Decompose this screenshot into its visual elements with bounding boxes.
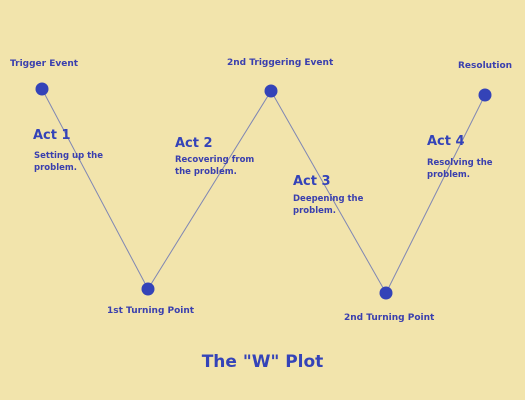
- act-3-description: Deepening the problem.: [293, 194, 364, 216]
- act-4-description: Resolving the problem.: [427, 158, 493, 180]
- act-2-title: Act 2: [175, 136, 213, 151]
- act-3-line: [270, 90, 387, 294]
- trigger-event-label: Trigger Event: [10, 59, 79, 69]
- trigger-event-dot: [35, 82, 49, 96]
- act-2-description: Recovering from the problem.: [175, 155, 255, 177]
- second-turning-point-dot: [379, 286, 393, 300]
- act-4-title: Act 4: [427, 134, 465, 149]
- act-1-description: Setting up the problem.: [34, 151, 103, 173]
- first-turning-point-label: 1st Turning Point: [107, 306, 195, 316]
- second-triggering-event-dot: [264, 84, 278, 98]
- diagram-title: The "W" Plot: [201, 352, 324, 372]
- resolution-label: Resolution: [458, 61, 513, 71]
- second-turning-point-label: 2nd Turning Point: [344, 313, 435, 323]
- act-1-title: Act 1: [33, 128, 71, 143]
- first-turning-point-dot: [141, 282, 155, 296]
- act-1-line: [41, 88, 149, 290]
- act-2-line: [147, 90, 272, 290]
- act-4-line: [385, 94, 486, 294]
- second-triggering-event-label: 2nd Triggering Event: [227, 58, 334, 68]
- act-3-title: Act 3: [293, 174, 331, 189]
- resolution-dot: [478, 88, 492, 102]
